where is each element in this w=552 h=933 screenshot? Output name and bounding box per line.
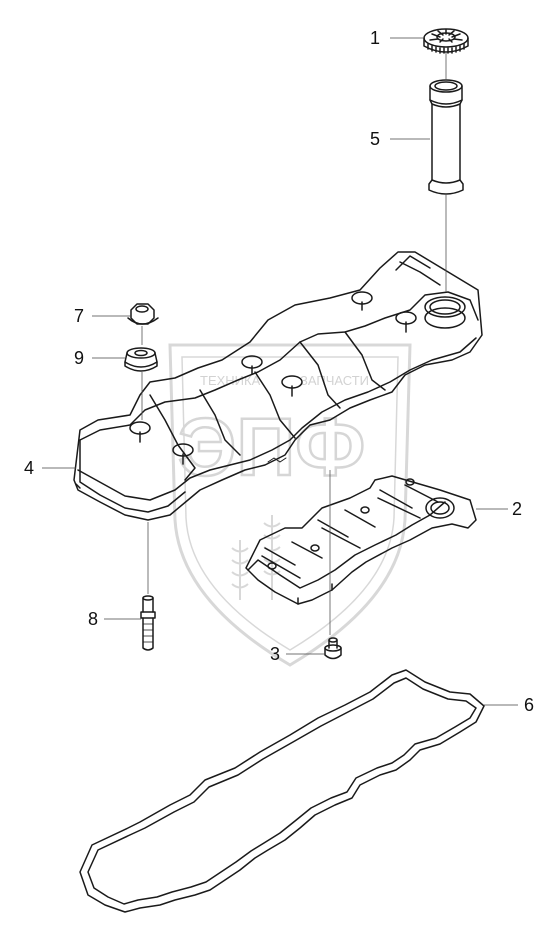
callout-4: 4 [24, 458, 35, 478]
watermark-top-text-right: ЗАПЧАСТИ [300, 373, 369, 388]
cap-part [423, 28, 469, 54]
leader-lines [42, 37, 518, 706]
nut-part [127, 303, 159, 325]
callout-3: 3 [270, 644, 281, 664]
callout-7: 7 [74, 306, 85, 326]
callout-8: 8 [88, 609, 99, 629]
axis-lines [141, 52, 447, 635]
gasket-part [79, 669, 485, 913]
callout-9: 9 [74, 348, 85, 368]
callout-1: 1 [370, 28, 381, 48]
callout-5: 5 [370, 129, 381, 149]
callout-2: 2 [512, 499, 523, 519]
filler-tube-part [428, 79, 464, 195]
watermark-shield-icon [168, 343, 412, 667]
baffle-plate-part [245, 475, 477, 605]
watermark-wheat-icon [231, 515, 281, 600]
stud-part [140, 595, 156, 651]
watermark-logo: ТЕХНИКА ЗАПЧАСТИ ЭПФ [168, 343, 412, 667]
grommet-part [124, 347, 158, 372]
valve-cover-part [73, 251, 483, 521]
callout-6: 6 [524, 695, 535, 715]
bolt-part [324, 637, 342, 660]
